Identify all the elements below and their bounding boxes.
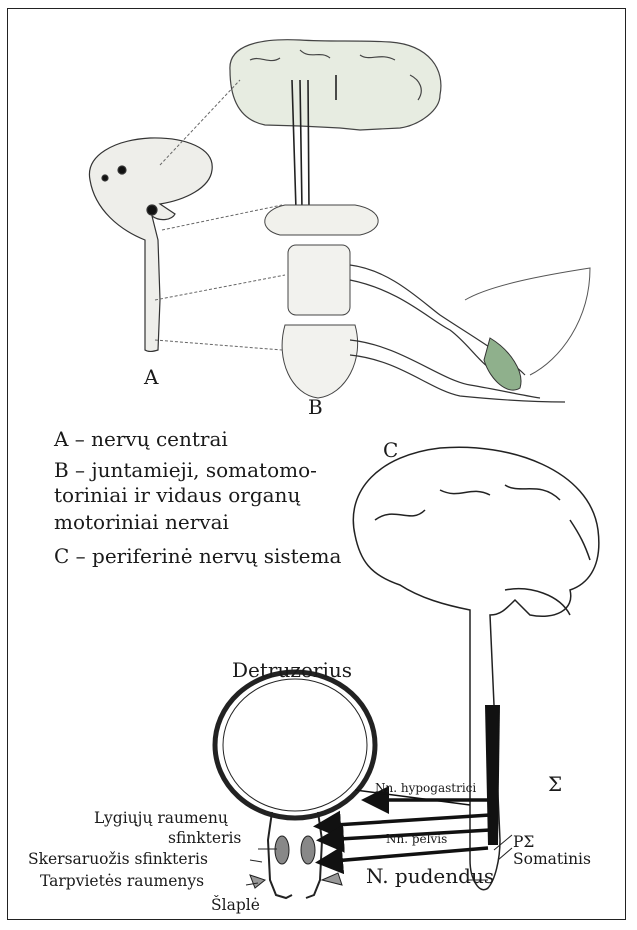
- label-smooth-sphincter-2: sfinkteris: [168, 829, 241, 847]
- perineal-muscle-left: [250, 875, 265, 888]
- label-pudendal: N. pudendus: [366, 864, 494, 888]
- spinal-cord-upper: [288, 245, 350, 315]
- smooth-sphincter-shape: [275, 836, 289, 864]
- label-sympathetic: Σ: [548, 772, 562, 796]
- label-perineal-muscles: Tarpvietės raumenys: [40, 872, 204, 890]
- label-somatic: Somatinis: [513, 850, 591, 868]
- perineal-muscle-right: [322, 873, 342, 885]
- label-hypogastric: Nn. hypogastrici: [375, 781, 476, 795]
- legend-line-a: A – nervų centrai: [54, 426, 228, 453]
- label-parasympathetic: PΣ: [513, 833, 534, 851]
- label-urethra: Šlaplė: [211, 896, 260, 914]
- brain-sagittal-c: [353, 447, 599, 890]
- bladder-outline: [465, 268, 590, 375]
- legend-line-b3: motoriniai nervai: [54, 509, 229, 536]
- striated-sphincter-shape: [301, 836, 315, 864]
- nerve-pathways: [320, 800, 490, 862]
- bladder-detrusor: [215, 672, 375, 818]
- bladder-shape: [484, 338, 521, 390]
- midbrain-section: [265, 205, 378, 235]
- legend-line-b2: toriniai ir vidaus organų: [54, 482, 300, 509]
- label-a: A: [144, 365, 158, 389]
- label-b: B: [308, 395, 323, 419]
- label-pelvic: Nn. pelvis: [386, 832, 447, 846]
- label-detrusor: Detruzorius: [232, 658, 352, 682]
- label-c: C: [383, 438, 398, 462]
- legend-line-c: C – periferinė nervų sistema: [54, 543, 341, 570]
- label-smooth-sphincter-1: Lygiųjų raumenų: [94, 809, 228, 827]
- legend-line-b1: B – juntamieji, somatomo-: [54, 457, 317, 484]
- label-striated-sphincter: Skersaruožis sfinkteris: [28, 850, 208, 868]
- peripheral-nerves: [350, 265, 565, 402]
- spinal-cord-lower: [282, 325, 358, 398]
- brain-sagittal-a: [89, 138, 212, 352]
